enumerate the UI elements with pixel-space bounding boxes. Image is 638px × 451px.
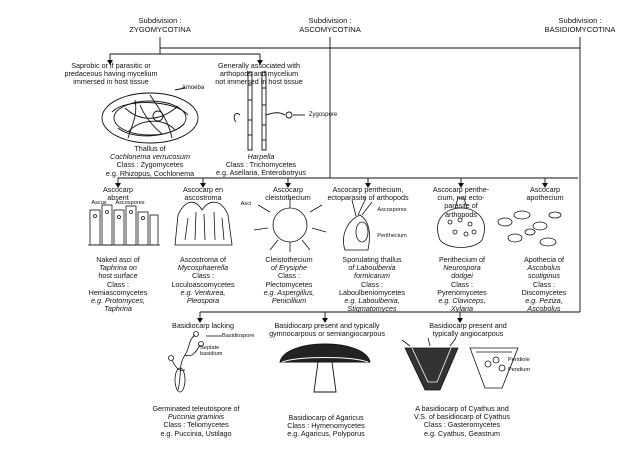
subdivision-basidiomycotina: Subdivision :BASIDIOMYCOTINA <box>544 16 616 34</box>
label-peridiole: Peridiole <box>508 357 530 363</box>
label-ascus: Ascus <box>91 200 107 206</box>
label-septate: Septate <box>200 345 220 351</box>
label-asci: Asci <box>240 201 252 207</box>
taphrina-illustration <box>88 204 160 246</box>
harpella-illustration <box>233 71 305 151</box>
label-ascospores-laboulbenia: Ascospores <box>377 207 407 213</box>
mycosphaerella-illustration <box>174 201 233 246</box>
asco-branch-perithecium: Ascocarp perithe-cium, not ecto- parasit… <box>432 185 490 219</box>
label-amoeba: Amoeba <box>181 85 205 91</box>
cyathus-illustration <box>401 337 519 391</box>
subdivision-ascomycotina: Subdivision :ASCOMYCOTINA <box>299 16 361 34</box>
label-perithecium: Perithecium <box>377 233 407 239</box>
label-ascospores: Ascospores <box>115 200 145 206</box>
agaricus-illustration <box>279 343 371 393</box>
asco-branch-ectoparasite: Ascocarp perithecium,ectoparasite of art… <box>327 185 409 203</box>
neurospora-illustration <box>437 197 485 248</box>
erysiphe-illustration <box>253 198 327 252</box>
puccinia-illustration <box>168 331 222 393</box>
label-pendium: Pendium <box>508 367 531 373</box>
laboulbenia-illustration <box>343 197 373 251</box>
label-basidiospore: Basidiospore <box>222 333 255 339</box>
ascobolus-illustration <box>497 210 562 247</box>
label-zygospore: Zygospore <box>308 112 338 118</box>
cochlonema-illustration <box>101 87 199 144</box>
label-basidium: basidium <box>200 351 223 357</box>
subdivision-zygomycotina: Subdivision :ZYGOMYCOTINA <box>129 16 191 34</box>
basidio-branch-lacking: Basidiocarp lacking <box>172 321 234 330</box>
